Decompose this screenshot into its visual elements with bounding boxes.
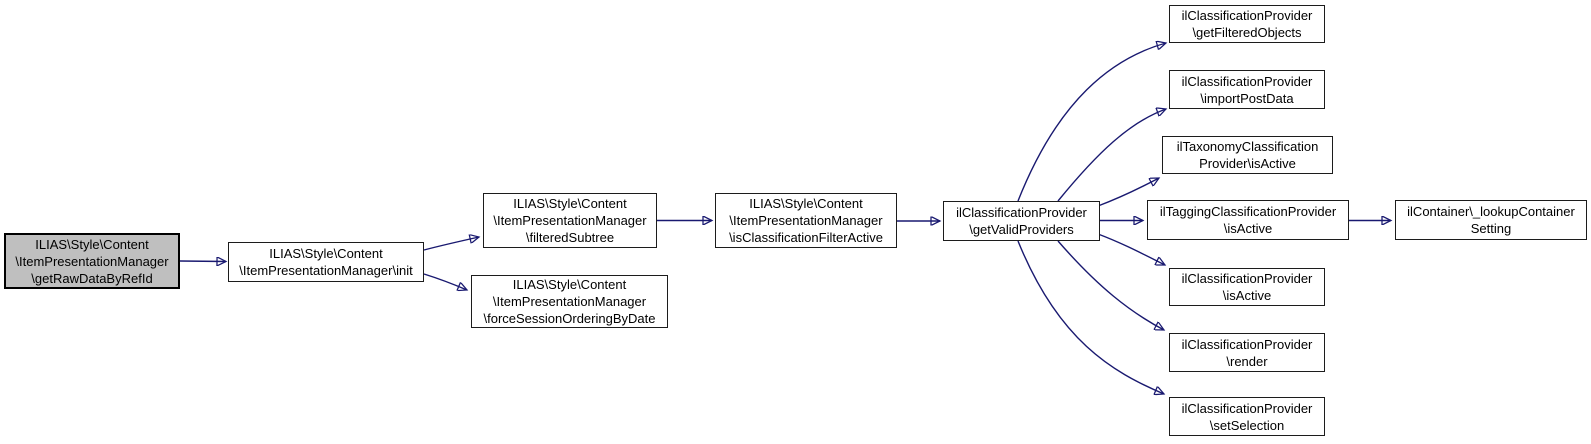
node-is-classification-filter-active[interactable]: ILIAS\Style\Content \ItemPresentationMan… (715, 193, 897, 248)
node-force-session-ordering-by-date[interactable]: ILIAS\Style\Content \ItemPresentationMan… (471, 275, 668, 328)
node-set-selection[interactable]: ilClassificationProvider \setSelection (1169, 397, 1325, 436)
node-tagging-is-active[interactable]: ilTaggingClassificationProvider \isActiv… (1147, 200, 1349, 240)
edge-getValidProviders-to-setSelection (1017, 240, 1164, 394)
node-init[interactable]: ILIAS\Style\Content \ItemPresentationMan… (228, 242, 424, 282)
edge-getValidProviders-to-isActive (1097, 233, 1165, 265)
edge-getValidProviders-to-taxonomyIsActive (1097, 178, 1159, 207)
edge-getValidProviders-to-getFilteredObjects (1017, 43, 1166, 202)
node-get-filtered-objects[interactable]: ilClassificationProvider \getFilteredObj… (1169, 5, 1325, 43)
node-lookup-container-setting[interactable]: ilContainer\_lookupContainer Setting (1395, 200, 1587, 240)
node-get-valid-providers[interactable]: ilClassificationProvider \getValidProvid… (943, 201, 1100, 241)
edge-getRawDataByRefId-to-init (179, 261, 226, 262)
edge-getValidProviders-to-importPostData (1057, 109, 1166, 202)
node-filtered-subtree[interactable]: ILIAS\Style\Content \ItemPresentationMan… (483, 193, 657, 248)
edge-init-to-forceSessionOrderingByDate (423, 273, 467, 290)
node-taxonomy-is-active[interactable]: ilTaxonomyClassification Provider\isActi… (1162, 136, 1333, 174)
edge-getValidProviders-to-render (1057, 240, 1164, 330)
node-is-active[interactable]: ilClassificationProvider \isActive (1169, 268, 1325, 306)
node-import-post-data[interactable]: ilClassificationProvider \importPostData (1169, 70, 1325, 109)
node-get-raw-data-by-ref-id[interactable]: ILIAS\Style\Content \ItemPresentationMan… (4, 233, 180, 289)
node-render[interactable]: ilClassificationProvider \render (1169, 333, 1325, 372)
edge-init-to-filteredSubtree (423, 237, 479, 251)
